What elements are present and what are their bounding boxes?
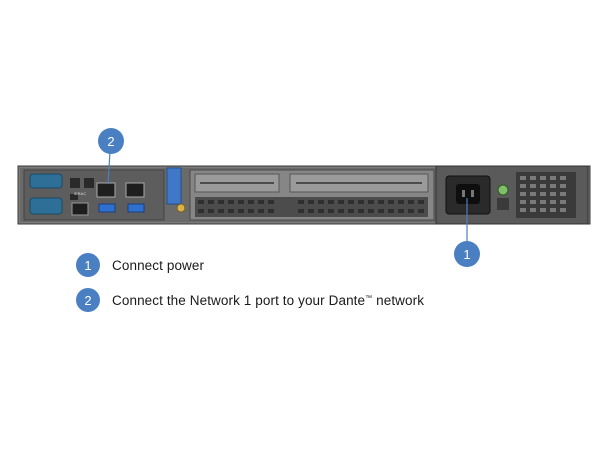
vent-holes [70,178,94,200]
vent-grid-holes [198,200,424,213]
power-inlet [456,184,480,204]
callout-2-badge: 2 [98,128,124,154]
step-2-number-badge: 2 [76,288,100,312]
usb-port-1 [98,203,116,213]
step-1: 1 Connect power [76,252,204,278]
vga-port [29,197,63,215]
pull-tab [166,167,182,205]
step-2-text-main: Connect the Network 1 port to your Dante [112,292,366,308]
callout-1-badge: 1 [454,241,480,267]
network-2-port [125,182,145,198]
step-2-text: Connect the Network 1 port to your Dante… [112,293,424,308]
idrac-label: iDRAC [74,191,86,196]
callout-2-leader [107,151,111,185]
idrac-port [71,202,89,216]
psu-fan-grille-holes [520,176,566,212]
psu-status-led [497,184,509,196]
serial-port [29,173,63,189]
step-2: 2 Connect the Network 1 port to your Dan… [76,287,424,313]
psu-handle [497,198,509,210]
trademark-symbol: ™ [365,294,373,302]
step-2-text-end: network [372,292,425,308]
step-1-text: Connect power [112,257,205,273]
network-1-port [96,182,116,198]
usb-port-2 [127,203,145,213]
step-1-number-badge: 1 [76,253,100,277]
screw [176,203,186,213]
